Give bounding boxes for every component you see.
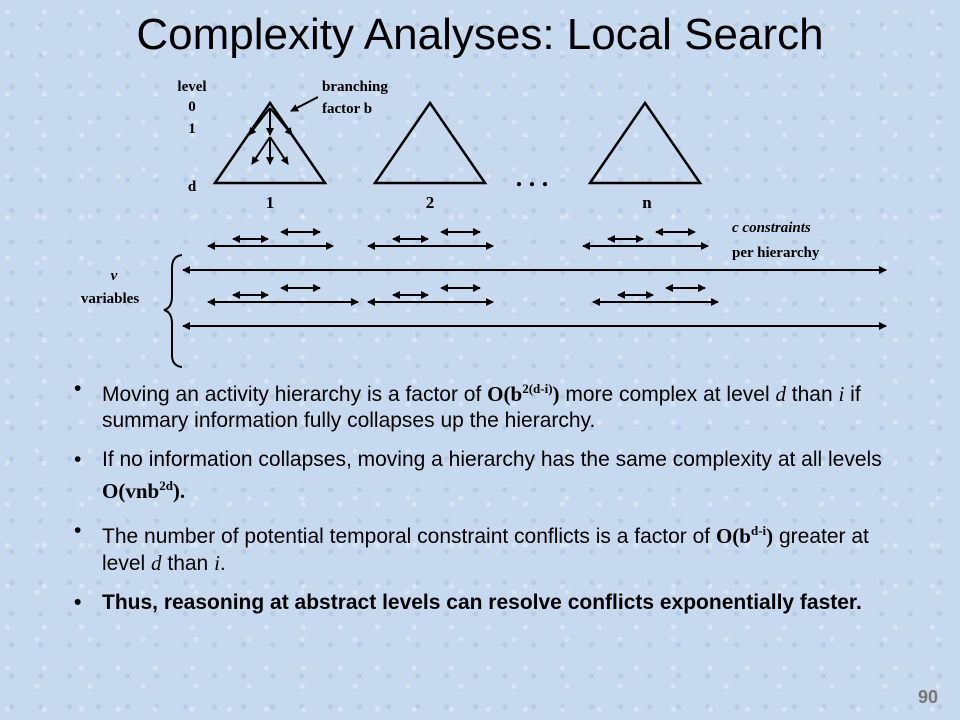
complexity-expression: O(vnb2d). xyxy=(102,478,186,503)
variable-i: i xyxy=(838,382,845,406)
bullet-list: Moving an activity hierarchy is a factor… xyxy=(68,376,888,629)
page-number: 90 xyxy=(917,687,938,707)
variables-label-line1: v xyxy=(111,268,118,284)
bullet-item: If no information collapses, moving a hi… xyxy=(68,447,888,505)
constraints-label-line1: c constraints xyxy=(732,220,811,236)
bullet-text: . xyxy=(219,552,226,575)
level-0-label: 0 xyxy=(188,99,196,115)
bullet-text: than xyxy=(161,552,215,575)
branching-label-line2: factor b xyxy=(322,101,372,117)
variables-brace xyxy=(163,254,183,368)
slide-title: Complexity Analyses: Local Search xyxy=(136,10,824,59)
level-1-label: 1 xyxy=(188,121,196,137)
bullet-text: Moving an activity hierarchy is a factor… xyxy=(102,383,488,406)
hierarchy-tree-1 xyxy=(212,100,328,185)
bullet-text: Thus, reasoning at abstract levels can r… xyxy=(102,591,862,614)
bullet-text: if summary information fully collapses u… xyxy=(102,383,861,432)
ellipsis: . . . xyxy=(516,163,549,192)
variable-d: d xyxy=(151,551,162,575)
bullet-text: greater at level xyxy=(102,525,869,575)
tree-label-2: 2 xyxy=(426,193,435,212)
level-header: level xyxy=(177,79,206,95)
hierarchy-diagram: level 0 1 d branching factor b . . . 1 2… xyxy=(81,79,887,368)
constraint-arrows-row-2 xyxy=(207,284,719,306)
variable-i: i xyxy=(214,551,220,575)
hierarchy-tree-2 xyxy=(372,100,488,185)
tree-label-n: n xyxy=(642,193,652,212)
bullet-text: more complex at level xyxy=(559,383,776,406)
level-d-label: d xyxy=(188,179,197,195)
complexity-expression: O(b2(d-i)) xyxy=(487,381,560,406)
bullet-text: If no information collapses, moving a hi… xyxy=(102,448,882,471)
variables-label-line2: variables xyxy=(81,291,139,307)
hierarchy-tree-n xyxy=(587,100,703,185)
tree-label-1: 1 xyxy=(266,193,275,212)
variable-d: d xyxy=(775,382,786,406)
bullet-text: than xyxy=(785,383,839,406)
complexity-expression: O(bd-i) xyxy=(715,523,774,548)
constraint-arrows-row-1 xyxy=(207,228,709,250)
branching-label-line1: branching xyxy=(322,79,388,95)
bullet-text: The number of potential temporal constra… xyxy=(102,525,716,548)
branching-pointer-arrow xyxy=(290,96,319,112)
bullet-item: Moving an activity hierarchy is a factor… xyxy=(68,376,888,434)
constraints-label-line2: per hierarchy xyxy=(732,245,820,261)
bullet-item: Thus, reasoning at abstract levels can r… xyxy=(68,590,888,616)
tree-1-branches xyxy=(248,107,293,165)
bullet-item: The number of potential temporal constra… xyxy=(68,518,888,577)
